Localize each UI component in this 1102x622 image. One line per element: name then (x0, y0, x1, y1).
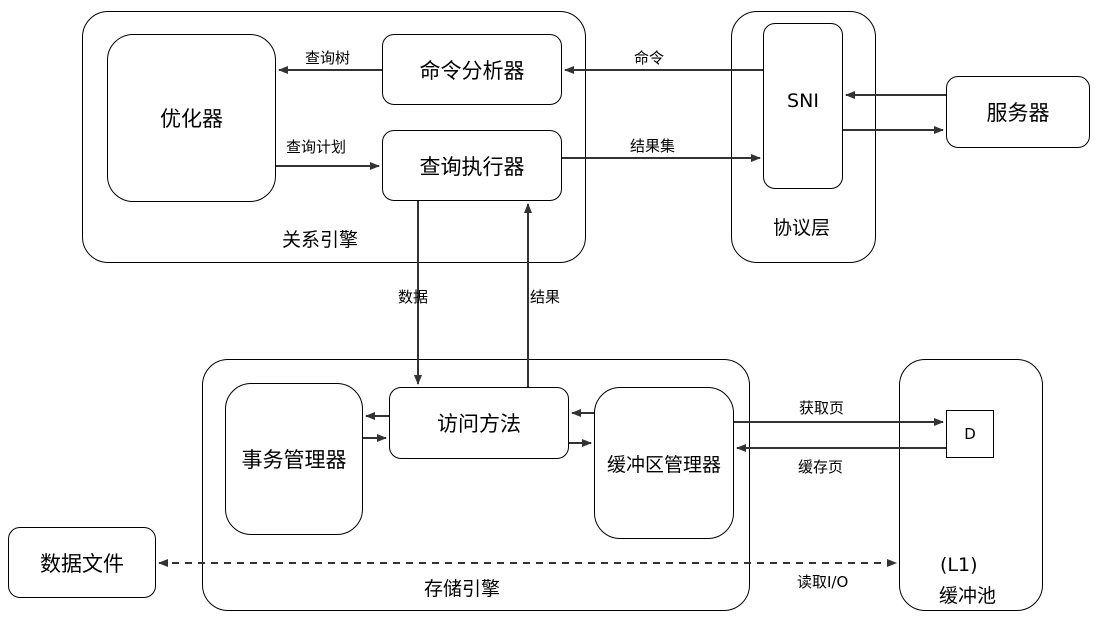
page-d-box: D (946, 410, 994, 458)
sni-box: SNI (763, 23, 843, 189)
command-parser-label: 命令分析器 (419, 58, 525, 83)
buffer-pool-label-line2: 缓冲池 (939, 585, 997, 607)
buffer-manager-box: 缓冲区管理器 (594, 387, 734, 539)
data-file-label: 数据文件 (40, 551, 124, 576)
buffer-manager-label: 缓冲区管理器 (606, 453, 721, 476)
query-executor-label: 查询执行器 (419, 154, 525, 179)
transaction-manager-label: 事务管理器 (241, 448, 347, 472)
access-methods-box: 访问方法 (389, 387, 569, 459)
edge-label-data: 数据 (398, 288, 429, 306)
edge-label-result: 结果 (530, 288, 561, 306)
query-executor-box: 查询执行器 (382, 130, 562, 201)
edge-label-get-page: 获取页 (799, 399, 845, 417)
buffer-pool-group (899, 359, 1043, 611)
edge-label-query-tree: 查询树 (305, 49, 351, 67)
relational-engine-label: 关系引擎 (282, 229, 359, 251)
optimizer-box: 优化器 (107, 34, 276, 202)
buffer-pool-label-line1: (L1) (940, 554, 978, 576)
server-label: 服务器 (986, 101, 1050, 125)
edge-label-query-plan: 查询计划 (286, 138, 347, 156)
sni-label: SNI (787, 90, 819, 112)
edge-label-cache-page: 缓存页 (798, 458, 844, 476)
protocol-layer-label: 协议层 (773, 217, 831, 239)
transaction-manager-box: 事务管理器 (225, 383, 363, 535)
storage-engine-label: 存储引擎 (424, 578, 501, 600)
edge-label-read-io: 读取I/O (797, 573, 849, 591)
optimizer-label: 优化器 (160, 107, 223, 131)
data-file-box: 数据文件 (8, 527, 156, 598)
edge-label-command: 命令 (634, 49, 665, 67)
edge-label-result-set: 结果集 (630, 137, 676, 155)
access-methods-label: 访问方法 (437, 412, 521, 436)
page-d-label: D (964, 425, 976, 443)
command-parser-box: 命令分析器 (382, 34, 562, 105)
server-box: 服务器 (946, 76, 1090, 148)
